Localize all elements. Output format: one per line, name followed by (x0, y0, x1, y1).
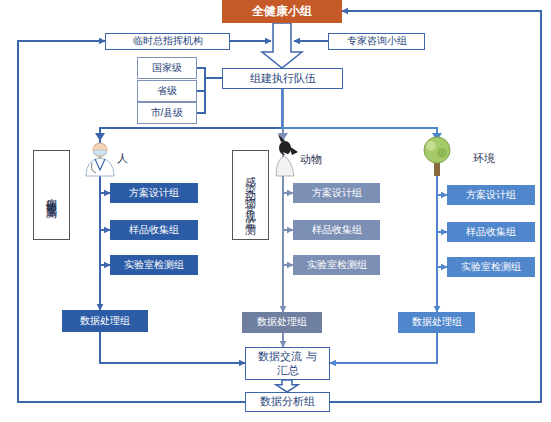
stethoscope (92, 163, 97, 173)
group-header: 全健康小组 (222, 0, 342, 23)
node-text: 感染动物常规监测 (243, 155, 259, 235)
dog-body (276, 156, 294, 176)
monitor-box: 病例常规监测 (33, 150, 70, 240)
node-text: 实验室检测组 (461, 261, 521, 274)
team-box: 组建执行队伍 (222, 68, 343, 89)
arrow-head (432, 133, 442, 141)
process-box: 方案设计组 (447, 185, 535, 205)
connector-line (283, 89, 293, 265)
column-label: 动物 (300, 152, 322, 167)
summary-box: 数据交流 与汇总 (245, 347, 330, 380)
node-text: 方案设计组 (129, 187, 179, 200)
connector-line (100, 89, 282, 310)
block-arrow (276, 380, 298, 392)
process-box: 实验室检测组 (293, 255, 380, 275)
column-label: 人 (117, 151, 128, 166)
tree-leaves (426, 141, 436, 151)
doctor-hair (93, 143, 107, 148)
node-text: 组建执行队伍 (250, 72, 316, 86)
connector-line (282, 89, 447, 195)
connector-line (197, 78, 222, 91)
node-text: 样品收集组 (129, 224, 179, 237)
node-text: 临时总指挥机构 (133, 35, 203, 48)
process-box: 方案设计组 (110, 183, 198, 203)
node-text: 数据交流 与汇总 (256, 350, 319, 378)
doctor-head (93, 143, 107, 157)
node-text: 专家咨询小组 (347, 35, 407, 48)
connector-line (282, 333, 284, 347)
node-text: 实验室检测组 (307, 259, 367, 272)
monitor-box: 感染动物常规监测 (232, 150, 269, 240)
node-text: 实验室检测组 (124, 259, 184, 272)
arrow-head (278, 133, 288, 141)
tree-icon (424, 137, 450, 176)
connector-line (282, 89, 437, 312)
connector-line (197, 68, 222, 78)
node-text: 省级 (157, 85, 177, 98)
node-text: 市/县级 (151, 107, 184, 120)
level-box: 市/县级 (137, 102, 197, 124)
node-text: 数据处理组 (80, 315, 130, 328)
level-box: 省级 (137, 80, 197, 102)
process-box: 方案设计组 (293, 183, 380, 203)
tree-leaves (437, 148, 447, 158)
connector-line (197, 78, 222, 113)
connector-line (100, 89, 282, 265)
doctor-collar (95, 159, 105, 170)
doctor-mask (94, 150, 106, 155)
node-text: 数据处理组 (257, 316, 307, 329)
expert-box: 专家咨询小组 (328, 33, 425, 50)
level-box: 国家级 (137, 57, 197, 79)
node-text: 国家级 (152, 62, 182, 75)
node-text: 全健康小组 (252, 4, 312, 19)
connector-line (282, 89, 447, 267)
connector-line (230, 40, 271, 42)
tree-trunk (434, 160, 440, 176)
connector-line (330, 11, 541, 402)
dog-chest (283, 152, 290, 156)
process-box: 样品收集组 (110, 220, 198, 240)
block-arrow (262, 23, 302, 68)
connector-line (294, 40, 328, 42)
process-box: 样品收集组 (447, 222, 535, 242)
column-label: 环境 (473, 151, 495, 166)
process-box: 实验室检测组 (110, 255, 198, 275)
process-box: 样品收集组 (293, 220, 380, 240)
process-box: 实验室检测组 (447, 257, 535, 277)
dog-ear (278, 134, 285, 142)
node-text: 样品收集组 (312, 224, 362, 237)
node-text: 方案设计组 (312, 187, 362, 200)
data-box: 数据处理组 (398, 312, 475, 333)
analysis-box: 数据分析组 (245, 392, 330, 412)
data-box: 数据处理组 (62, 310, 148, 332)
connector-line (330, 333, 437, 363)
command-box: 临时总指挥机构 (105, 33, 230, 50)
connector-line (283, 89, 293, 230)
node-text: 数据分析组 (260, 395, 315, 409)
doctor-icon (86, 143, 114, 176)
node-text: 样品收集组 (466, 226, 516, 239)
doctor-coat (86, 158, 114, 176)
node-text: 数据处理组 (412, 316, 462, 329)
node-text: 方案设计组 (466, 189, 516, 202)
node-text: 病例常规监测 (44, 155, 60, 235)
data-box: 数据处理组 (242, 312, 322, 333)
dog-snout (289, 146, 298, 155)
dog-head (279, 141, 291, 155)
tree-crown (424, 137, 450, 163)
connector-line (18, 41, 245, 402)
dog-icon (276, 134, 298, 176)
arrow-head (95, 133, 105, 141)
connector-line (282, 89, 447, 232)
connector-line (100, 332, 245, 363)
connector-line (283, 89, 293, 193)
